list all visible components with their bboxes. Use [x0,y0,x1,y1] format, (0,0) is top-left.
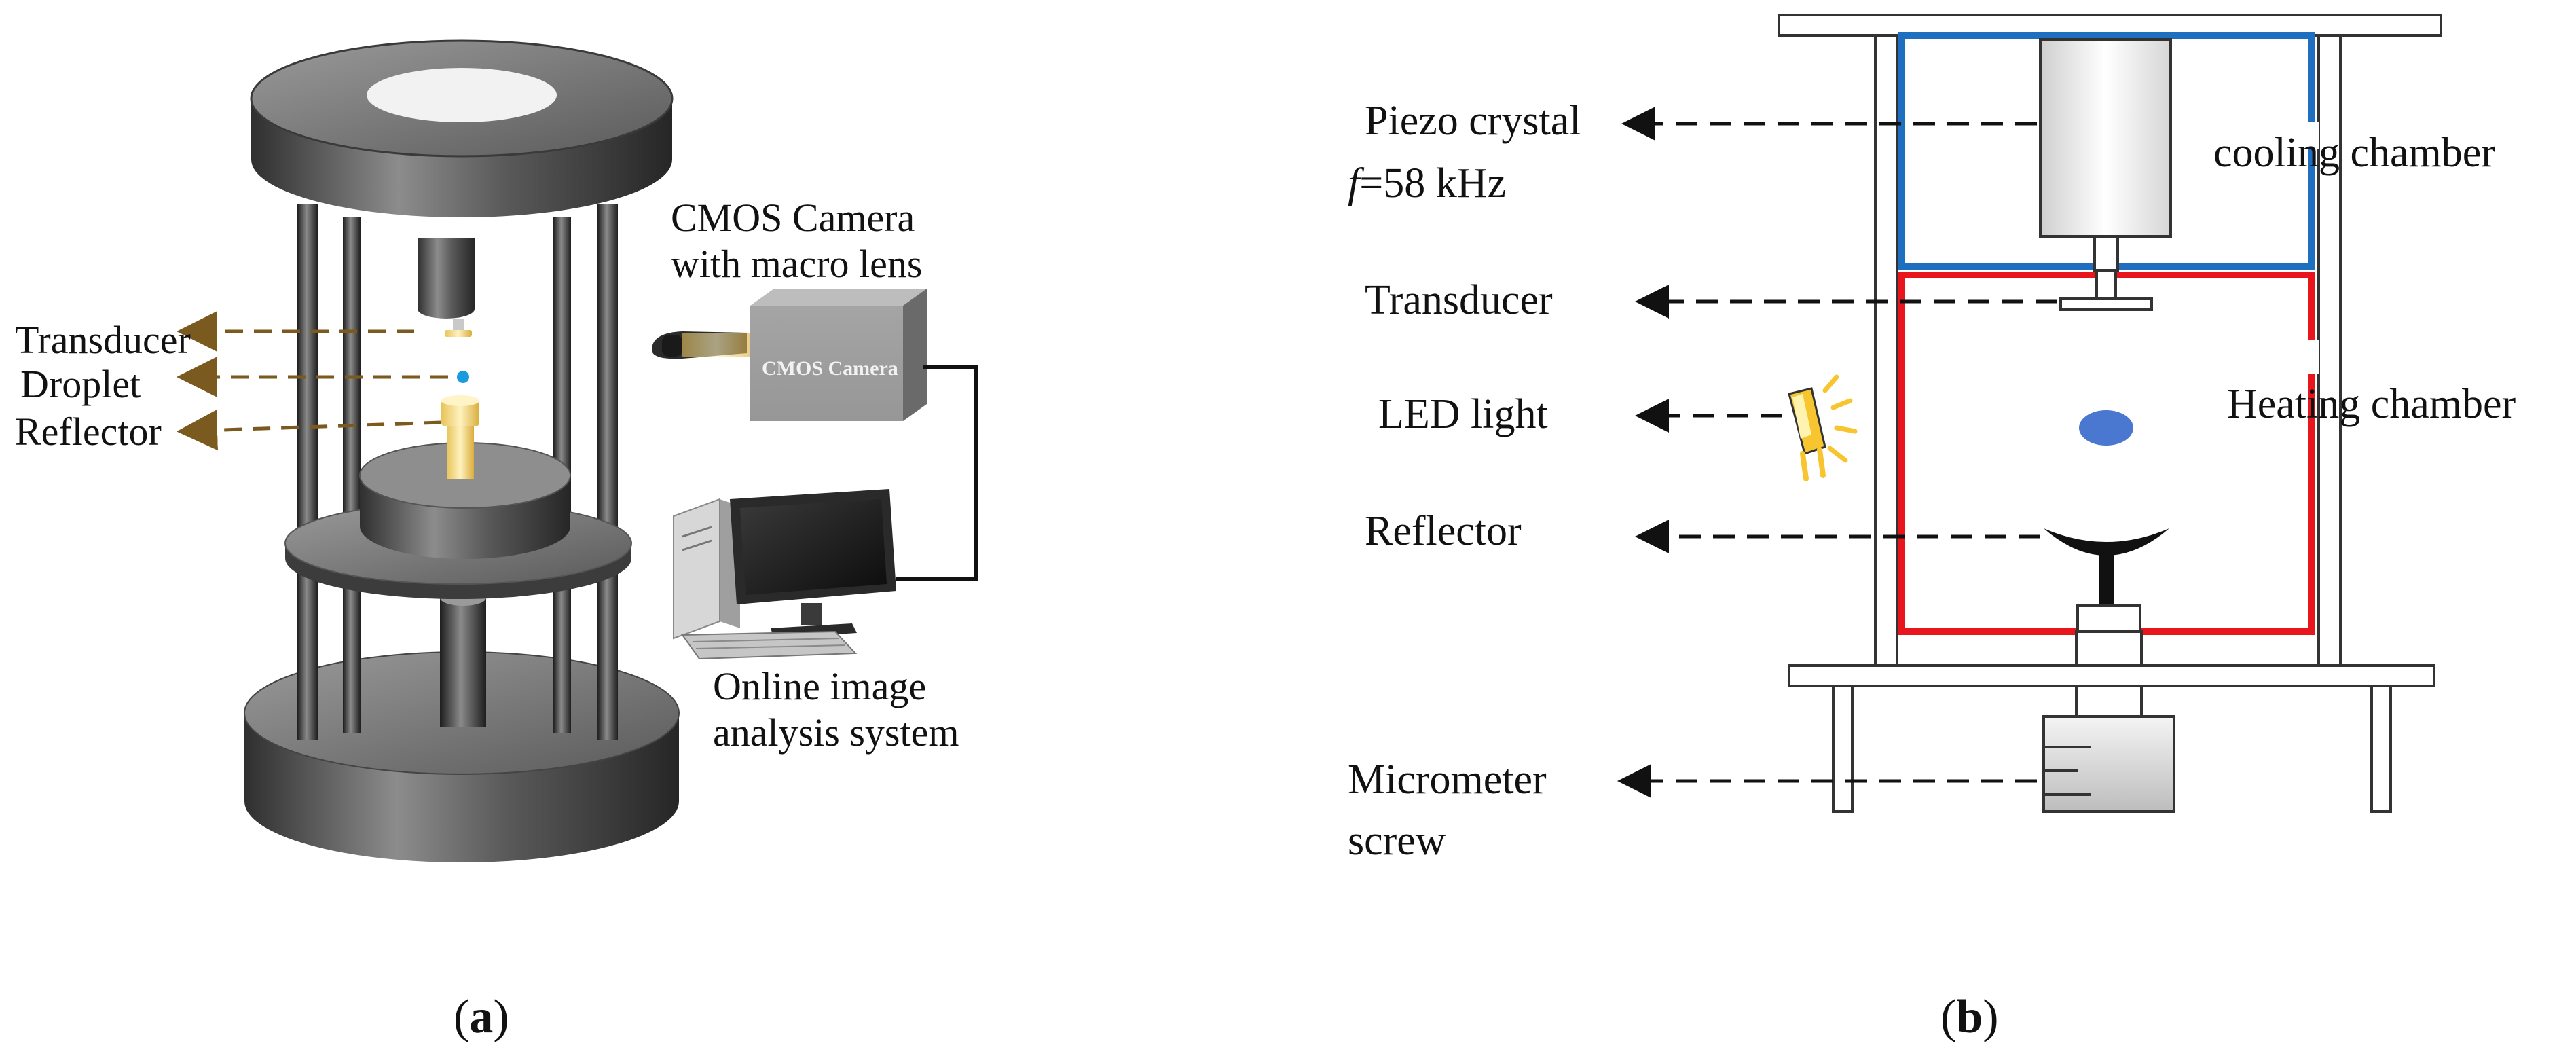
panel-b: Piezo crystal f=58 kHz Transducer LED li… [1348,14,2516,1043]
caption-a: (a) [454,991,509,1043]
frame-posts [1874,34,2342,668]
label-cooling-chamber: cooling chamber [2213,130,2495,176]
label-a-transducer: Transducer [15,318,191,362]
label-a-droplet: Droplet [20,362,141,406]
label-online-line2: analysis system [713,710,959,755]
center-post [440,589,486,727]
caption-b: (b) [1940,991,1999,1043]
top-disc [250,39,674,217]
label-a-reflector: Reflector [15,410,162,454]
camera-cable [896,365,978,581]
label-heating-chamber: Heating chamber [2227,381,2516,427]
piezo-crystal [2039,38,2172,238]
reflector-holder [2076,604,2141,633]
droplet-dot [457,371,469,383]
reflector-dish [2044,528,2169,556]
lower-plate [1788,664,2435,687]
label-piezo-line2: f=58 kHz [1348,160,1506,206]
brown-arrows [177,311,448,451]
label-camera-line2: with macro lens [671,242,922,286]
lower-legs [1832,685,2392,813]
transducer-neck [2095,269,2117,300]
label-micrometer-line1: Micrometer [1348,757,1547,803]
label-online-line1: Online image [713,664,926,708]
cooling-gap [2305,122,2319,149]
piezo-stem [2093,235,2119,272]
led-light-icon [1788,374,1858,481]
panel-a: Transducer Droplet Reflector CMOS Camera… [15,39,978,1043]
reflector-part [441,395,479,479]
transducer-plate [2059,297,2153,311]
label-micrometer-line2: screw [1348,818,1446,864]
reflector-rod [2099,551,2114,607]
label-led: LED light [1378,391,1548,437]
droplet-ellipse [2079,410,2133,446]
computer-icon [673,489,896,660]
label-camera-line1: CMOS Camera [671,196,915,240]
label-b-reflector: Reflector [1365,508,1522,554]
micrometer-screw [2042,630,2175,813]
camera-body-label: CMOS Camera [762,357,898,380]
heating-gap [2305,340,2319,374]
black-arrows [1617,107,2057,798]
cmos-camera [652,289,927,421]
label-b-transducer: Transducer [1365,277,1553,323]
transducer-part [418,238,475,337]
label-piezo-line1: Piezo crystal [1365,98,1581,144]
